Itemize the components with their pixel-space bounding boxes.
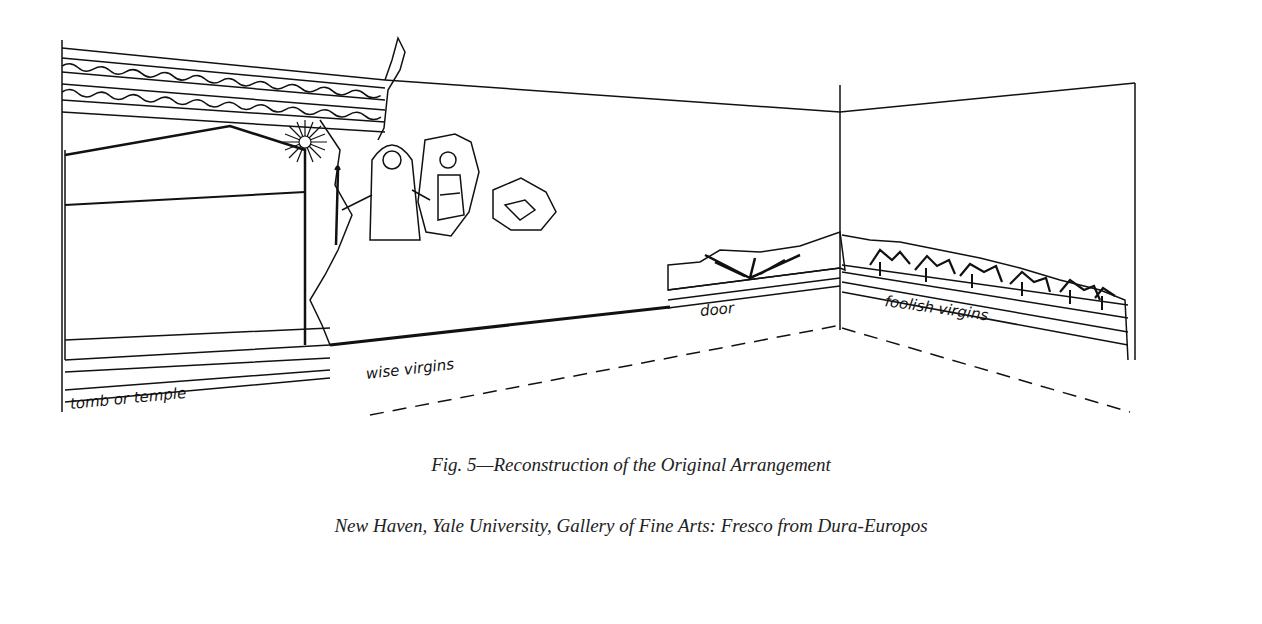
wall-label: foolish virgins (884, 292, 990, 324)
wall-label: door (699, 299, 734, 320)
figure-caption: Fig. 5—Reconstruction of the Original Ar… (0, 454, 1262, 476)
source-line: New Haven, Yale University, Gallery of F… (0, 515, 1262, 537)
wall-label: wise virgins (365, 355, 455, 383)
